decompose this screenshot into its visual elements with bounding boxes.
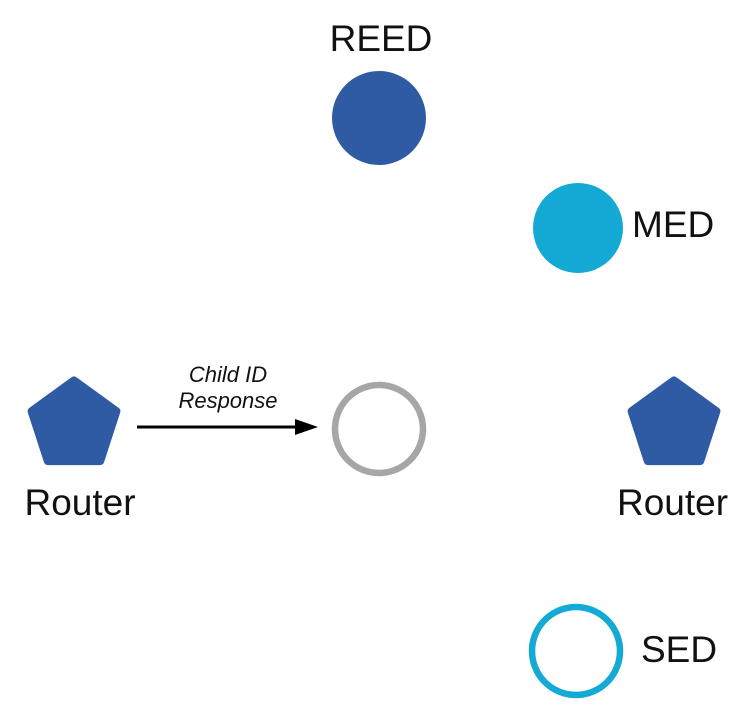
sed-label: SED bbox=[641, 629, 718, 670]
router-left-label: Router bbox=[24, 481, 136, 523]
sed-node-circle bbox=[528, 603, 624, 699]
child-id-response-arrow-head bbox=[295, 419, 318, 435]
router-right-pentagon bbox=[627, 376, 721, 466]
router-right-label: Router bbox=[616, 481, 729, 523]
child-id-response-label: Child ID Response bbox=[150, 362, 306, 414]
med-label: MED bbox=[632, 204, 715, 245]
joiner-node-circle bbox=[331, 381, 427, 477]
child-id-response-label-line1: Child ID bbox=[188, 362, 268, 387]
reed-label: REED bbox=[329, 18, 433, 59]
med-node-circle bbox=[533, 183, 623, 273]
child-id-response-label-line2: Response bbox=[178, 388, 278, 413]
router-left-pentagon bbox=[27, 376, 121, 466]
reed-node-circle bbox=[332, 71, 426, 165]
